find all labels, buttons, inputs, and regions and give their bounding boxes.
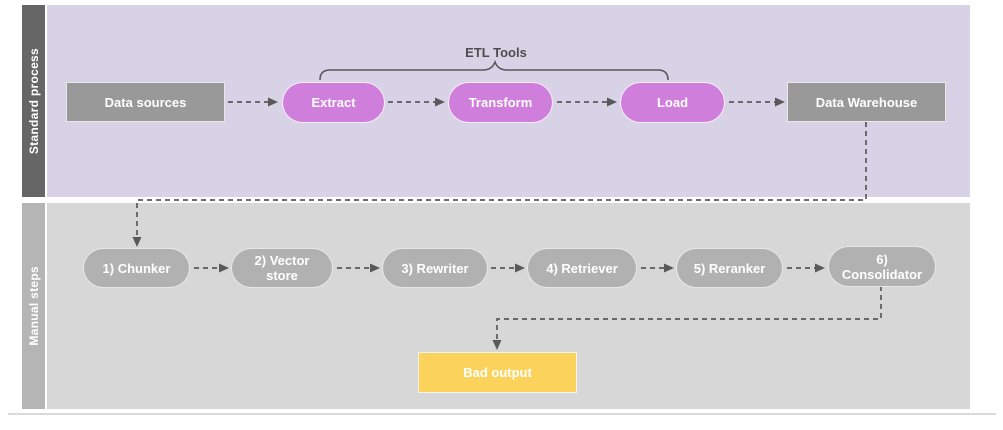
lane-label-standard-process-text: Standard process bbox=[26, 47, 41, 155]
node-extract: Extract bbox=[282, 82, 385, 123]
node-extract-label: Extract bbox=[311, 95, 356, 110]
node-consolidator-label: 6) Consolidator bbox=[841, 251, 923, 282]
lane-label-manual-steps-text: Manual steps bbox=[26, 266, 41, 346]
node-data-warehouse-label: Data Warehouse bbox=[815, 94, 918, 110]
node-rewriter: 3) Rewriter bbox=[382, 248, 488, 288]
node-bad-output-label: Bad output bbox=[463, 365, 532, 380]
bottom-divider-line bbox=[8, 413, 996, 415]
node-data-warehouse: Data Warehouse bbox=[787, 82, 946, 122]
node-rewriter-label: 3) Rewriter bbox=[401, 260, 469, 276]
node-retriever: 4) Retriever bbox=[527, 248, 637, 288]
node-vector-store-label: 2) Vector store bbox=[254, 253, 310, 283]
node-reranker: 5) Reranker bbox=[676, 248, 783, 288]
node-reranker-label: 5) Reranker bbox=[693, 260, 766, 276]
node-data-sources: Data sources bbox=[66, 82, 225, 122]
node-vector-store: 2) Vector store bbox=[231, 248, 333, 288]
node-retriever-label: 4) Retriever bbox=[546, 260, 618, 276]
node-bad-output: Bad output bbox=[418, 352, 577, 393]
node-chunker: 1) Chunker bbox=[83, 248, 190, 288]
node-load: Load bbox=[620, 82, 725, 123]
node-transform: Transform bbox=[448, 82, 553, 123]
node-chunker-label: 1) Chunker bbox=[102, 260, 171, 276]
lane-label-standard-process: Standard process bbox=[22, 5, 45, 197]
lane-label-manual-steps: Manual steps bbox=[22, 203, 45, 409]
node-consolidator: 6) Consolidator bbox=[828, 246, 936, 287]
node-data-sources-label: Data sources bbox=[104, 94, 187, 110]
node-load-label: Load bbox=[656, 95, 689, 110]
node-transform-label: Transform bbox=[468, 95, 533, 110]
